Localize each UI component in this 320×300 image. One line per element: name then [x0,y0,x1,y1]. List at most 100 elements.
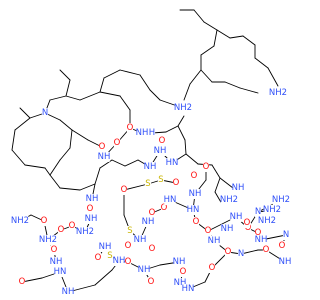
atom-label-background [272,195,290,205]
atom-label-background [76,227,94,237]
atom-label: O [209,263,216,273]
atom-label: NH [230,212,242,222]
atom-label-background [126,226,134,236]
bond-line [49,174,61,189]
atom-label: HN [166,158,178,168]
atom-symbol: O [191,171,198,181]
atom-label-background [57,225,65,235]
atom-label: HN [54,267,66,277]
bond-line [44,167,51,176]
atom-label-background [258,216,276,226]
atom-label: NH [50,257,62,267]
atom-label: NH [142,217,154,227]
atom-label-background [230,212,242,222]
atom-label-background [106,251,114,261]
atom-symbol: O [69,221,76,231]
atom-symbol: O [125,241,132,251]
atom-label-background [208,236,220,246]
atom-symbol: O [263,245,270,255]
bond-line [119,69,141,76]
atom-symbol: O [209,263,216,273]
atom-label: O [161,203,168,213]
atom-label-background [134,235,146,245]
atom-symbol: NH [279,257,292,267]
atom-label: NH2 [11,216,29,226]
atom-label-background [98,152,110,162]
atom-label: NH [189,189,201,199]
atom-label: NH [99,242,111,252]
atom-symbol: O [193,217,200,227]
atom-label-background [94,253,102,263]
atom-label-background [269,88,287,98]
atom-label-background [174,278,186,288]
bond-line [184,139,187,155]
atom-label: O [114,138,121,148]
atom-label: O [51,245,58,255]
atom-label-background [62,287,74,297]
atom-label-background [232,183,244,193]
atom-label-background [202,162,210,172]
bond-line [200,69,213,83]
atom-label: O [125,241,132,251]
bond-line [203,21,218,31]
atom-label-background [173,257,185,267]
atom-symbol: NH [62,287,75,297]
bond-line [229,35,244,39]
bond-line [239,87,259,94]
atom-label: S [144,179,152,189]
atom-symbol: NH [174,278,187,288]
atom-symbol: N [283,230,289,240]
atom-label-background [126,123,134,133]
bond-line [11,149,26,166]
atom-label-background [192,217,200,227]
atom-symbol: NH2 [269,88,287,98]
atom-label: HN [187,205,199,215]
atom-label: N [42,108,48,118]
atom-label-background [262,245,270,255]
atom-label: NH [221,224,233,234]
atom-label-background [144,162,156,172]
atom-label: O [69,221,76,231]
atom-label-background [18,277,26,287]
atom-label: O [99,142,106,152]
atom-symbol: NH [255,235,268,245]
bond-line [139,74,151,91]
bond-line [124,159,139,167]
atom-label-background [68,221,76,231]
atom-symbol: NH [98,152,111,162]
atom-symbol: NH2 [272,195,290,205]
atom-symbol: O [205,226,212,236]
atom-label: NH [173,257,186,267]
bond-line [79,91,101,101]
atom-label-background [254,228,262,238]
atom-symbol: NH [144,162,157,172]
atom-symbol: NH [232,183,245,193]
bond-line [267,67,279,87]
atom-symbol: NH2 [220,195,238,205]
atom-symbol: S [158,175,163,185]
atom-label-background [224,247,232,257]
bond-line [79,183,96,191]
atom-label: NH2 [269,88,287,98]
atom-label: O [121,185,128,195]
atom-symbol: HN [164,195,177,205]
atom-label-background [40,216,48,226]
atom-symbol: NH2 [76,227,94,237]
atom-symbol: NH [173,257,186,267]
atom-label: NH2 [174,103,192,113]
atom-label: O [244,218,251,228]
bond-line [11,129,16,151]
atom-label-background [54,267,66,277]
atom-label-background [237,249,245,259]
bond-line [59,187,81,191]
atom-symbol: O [51,245,58,255]
atom-label-background [39,235,57,245]
bond-line [177,125,186,141]
atom-label: O [263,245,270,255]
atom-label-background [158,136,166,146]
atom-label: NH [138,265,150,275]
atom-label: HN [182,284,194,294]
atom-label: O [41,216,48,226]
